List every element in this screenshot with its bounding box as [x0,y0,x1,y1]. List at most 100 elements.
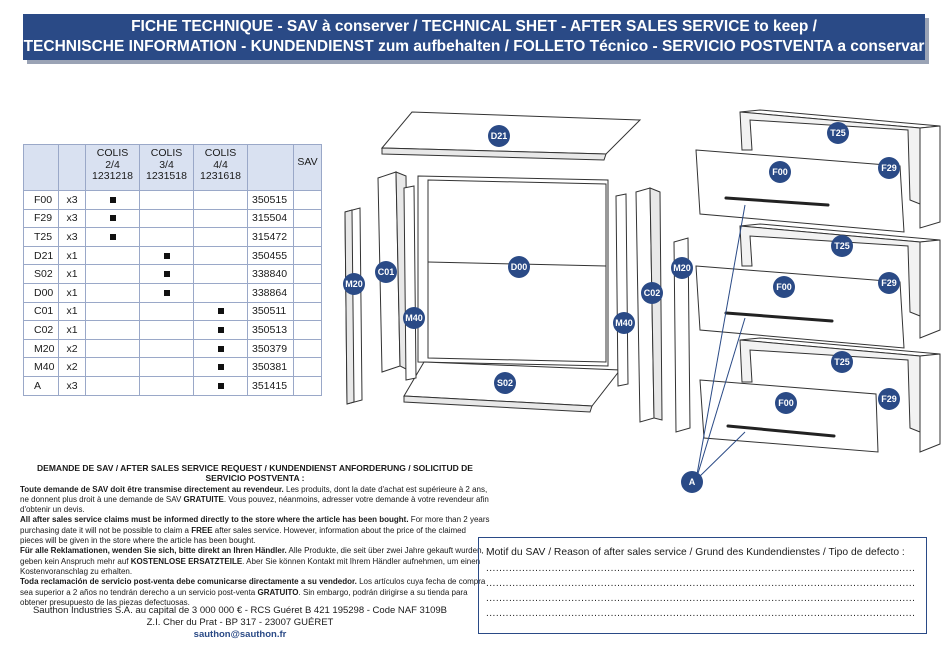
request-paragraph-es: Toda reclamación de servicio post-venta … [20,577,490,608]
badge-circle [508,256,530,278]
header-sav: SAV [293,144,322,191]
callout-line-a2 [695,317,746,481]
footer-email-link[interactable]: sauthon@sauthon.fr [193,629,287,640]
request-paragraph-fr: Toute demande de SAV doit être transmise… [20,485,490,516]
colis-label: COLIS [150,147,183,159]
badge-text: C01 [378,267,395,277]
title-line-2: TECHNISCHE INFORMATION - KUNDENDIENST zu… [23,38,925,55]
part-code: D21 [23,245,59,266]
colis-ref: 1231618 [200,170,241,182]
label-badge-d21: D21 [488,125,510,147]
request-fr-bold2: GRATUITE [183,494,224,504]
reason-dotted-line[interactable]: ........................................… [486,578,916,589]
badge-circle [878,388,900,410]
badge-text: A [689,477,696,487]
colis-ref: 1231218 [92,170,133,182]
part-ref: 338840 [247,264,294,284]
sav-cell[interactable] [293,264,322,284]
footer-address: Z.I. Cher du Prat - BP 317 - 23007 GUÉRE… [146,617,334,628]
reason-dotted-line[interactable]: ........................................… [486,593,916,604]
badge-circle [827,122,849,144]
request-fr-text2: . Vous pouvez, néanmoins, adresser votre… [20,494,489,515]
part-qty: x2 [58,338,86,359]
handle-2 [724,311,834,323]
badge-circle [494,372,516,394]
badge-circle [681,471,703,493]
label-badge-t25: T25 [831,235,853,257]
label-badge-t25: T25 [827,122,849,144]
panel-d21-edge [381,147,607,161]
sav-cell[interactable] [293,245,322,266]
part-ref: 351415 [247,375,294,396]
label-badge-f00: F00 [775,392,797,414]
sav-cell[interactable] [293,282,322,303]
part-code: M40 [23,357,59,377]
panel-s02-edge [403,395,593,413]
badge-text: S02 [497,378,513,388]
label-badge-f00: F00 [769,161,791,183]
package-mark-icon [217,345,224,352]
request-en-text: For more than 2 years purchasing date it… [20,515,490,535]
package-mark-icon [217,308,224,315]
colis-ref: 1231518 [146,170,187,182]
request-de-text: Alle Produkte, die seit über zwei Jahre … [20,546,484,566]
part-code: M20 [23,338,59,359]
badge-circle [831,235,853,257]
sav-cell[interactable] [293,375,322,396]
badge-text: M40 [405,313,423,323]
company-footer: Sauthon Industries S.A. au capital de 3 … [0,605,480,641]
badge-text: F29 [881,163,897,173]
badge-circle [878,157,900,179]
label-badge-s02: S02 [494,372,516,394]
request-de-text2: . Aber Sie können Kontakt mit Ihrem Händ… [20,556,481,576]
request-paragraph-en: All after sales service claims must be i… [20,515,490,546]
badge-text: F29 [881,278,897,288]
label-badge-m20: M20 [343,273,365,295]
reason-box[interactable]: Motif du SAV / Reason of after sales ser… [478,537,927,634]
colis-mark-cell [193,357,248,377]
reason-dotted-line[interactable]: ........................................… [486,608,916,619]
label-badge-t25: T25 [831,351,853,373]
request-es-text: Los artículos cuya fecha de compra sea s… [20,577,486,597]
package-mark-icon [109,196,116,203]
colis-number: 2/4 [105,158,120,171]
label-badge-f29: F29 [878,272,900,294]
title-line-1: FICHE TECHNIQUE - SAV à conserver / TECH… [131,18,817,35]
badge-circle [375,261,397,283]
badge-text: T25 [830,128,846,138]
sav-cell[interactable] [293,320,322,340]
sav-cell[interactable] [293,357,322,377]
badge-text: F00 [772,167,788,177]
badge-circle [613,312,635,334]
panel-m20-right [673,237,691,433]
part-code: C01 [23,301,59,322]
sav-cell[interactable] [293,301,322,322]
part-qty: x1 [58,301,86,322]
panel-d00-inner [427,179,607,363]
callout-line-a1 [695,204,746,481]
colis-label: COLIS [204,147,237,159]
colis-mark-cell [139,245,194,266]
colis-mark-cell [193,301,248,322]
label-badge-f00: F00 [773,276,795,298]
label-badge-c02: C02 [641,282,663,304]
request-en-bold: All after sales service claims must be i… [20,515,409,525]
sav-cell[interactable] [293,338,322,359]
label-badge-f29: F29 [878,157,900,179]
request-title: DEMANDE DE SAV / AFTER SALES SERVICE REQ… [37,463,473,484]
badge-text: C02 [644,288,661,298]
request-de-bold: Für alle Reklamationen, wenden Sie sich,… [20,546,287,556]
part-code: C02 [23,320,59,340]
reason-dotted-line[interactable]: ........................................… [486,563,916,574]
sav-label: SAV [297,156,318,168]
drawer-2-front [695,265,905,349]
